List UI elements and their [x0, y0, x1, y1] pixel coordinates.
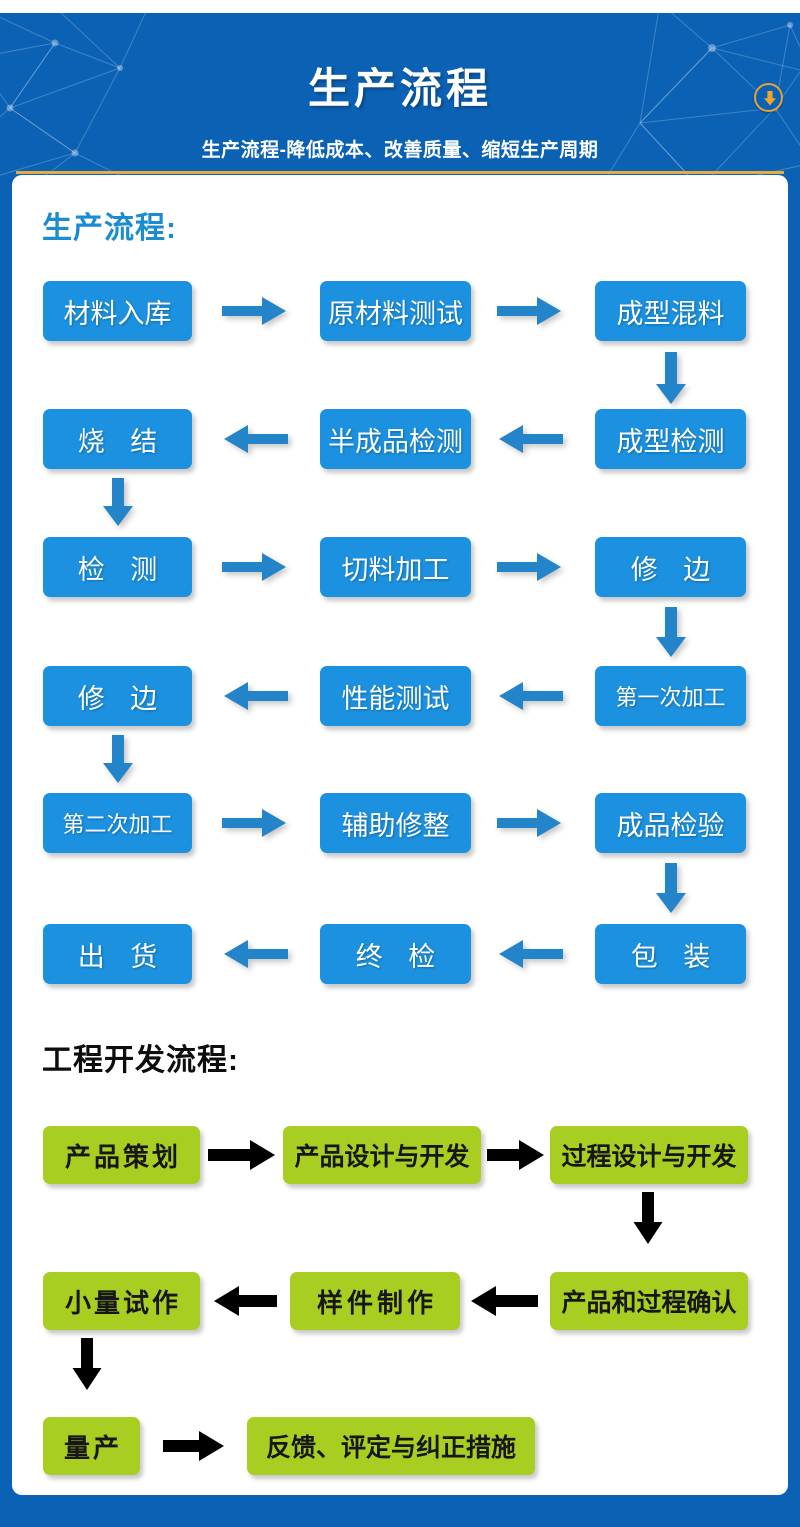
flow-node-first-machining[interactable]: 第一次加工 [595, 666, 746, 726]
arrow-down-icon [633, 1192, 663, 1244]
arrow-down-icon [72, 1338, 102, 1390]
flow-node-semi-finished-inspection[interactable]: 半成品检测 [320, 409, 471, 469]
section-heading-production: 生产流程: [42, 212, 177, 245]
eng-node-product-design-development[interactable]: 产品设计与开发 [283, 1126, 481, 1184]
flow-node-raw-material-test[interactable]: 原材料测试 [320, 281, 471, 341]
eng-node-process-design-development[interactable]: 过程设计与开发 [550, 1126, 748, 1184]
arrow-right-icon [163, 1430, 225, 1462]
flow-node-trimming-1[interactable]: 修 边 [595, 537, 746, 597]
arrow-right-icon [222, 295, 288, 327]
flow-node-sintering[interactable]: 烧 结 [43, 409, 192, 469]
download-circle-icon[interactable] [754, 83, 783, 112]
arrow-left-icon [497, 680, 563, 712]
flow-node-packaging[interactable]: 包 装 [595, 924, 746, 984]
flow-node-shipment[interactable]: 出 货 [43, 924, 192, 984]
arrow-right-icon [222, 807, 288, 839]
page-subtitle: 生产流程-降低成本、改善质量、缩短生产周期 [201, 140, 599, 161]
arrow-left-icon [222, 938, 288, 970]
flow-node-forming-mixing[interactable]: 成型混料 [595, 281, 746, 341]
flow-node-auxiliary-trim[interactable]: 辅助修整 [320, 793, 471, 853]
flow-node-performance-test[interactable]: 性能测试 [320, 666, 471, 726]
arrow-right-icon [222, 551, 288, 583]
flow-node-trimming-2[interactable]: 修 边 [43, 666, 192, 726]
arrow-down-icon [655, 863, 687, 913]
arrow-down-icon [655, 607, 687, 657]
arrow-left-icon [470, 1285, 538, 1317]
arrow-right-icon [497, 551, 563, 583]
arrow-right-icon [487, 1139, 545, 1171]
eng-node-product-planning[interactable]: 产品策划 [43, 1126, 200, 1184]
flow-node-final-product-inspection[interactable]: 成品检验 [595, 793, 746, 853]
arrow-left-icon [497, 938, 563, 970]
eng-node-small-batch-trial[interactable]: 小量试作 [43, 1272, 200, 1330]
flow-node-cutting-process[interactable]: 切料加工 [320, 537, 471, 597]
flow-node-inspection[interactable]: 检 测 [43, 537, 192, 597]
arrow-down-icon [102, 478, 134, 526]
flow-node-forming-inspection[interactable]: 成型检测 [595, 409, 746, 469]
arrow-left-icon [213, 1285, 277, 1317]
arrow-right-icon [497, 295, 563, 327]
arrow-left-icon [222, 680, 288, 712]
flow-node-final-check[interactable]: 终 检 [320, 924, 471, 984]
flow-node-second-machining[interactable]: 第二次加工 [43, 793, 192, 853]
section-heading-engineering: 工程开发流程: [42, 1044, 239, 1077]
page-title: 生产流程 [307, 65, 492, 112]
eng-node-mass-production[interactable]: 量产 [43, 1417, 140, 1475]
arrow-left-icon [497, 423, 563, 455]
arrow-down-icon [655, 352, 687, 404]
arrow-left-icon [222, 423, 288, 455]
eng-node-product-process-validation[interactable]: 产品和过程确认 [550, 1272, 748, 1330]
arrow-right-icon [497, 807, 563, 839]
flow-node-material-inbound[interactable]: 材料入库 [43, 281, 192, 341]
header-divider [16, 171, 784, 174]
arrow-down-icon [102, 735, 134, 783]
eng-node-sample-making[interactable]: 样件制作 [290, 1272, 460, 1330]
eng-node-feedback-assessment-corrective[interactable]: 反馈、评定与纠正措施 [247, 1417, 535, 1475]
arrow-right-icon [208, 1139, 276, 1171]
